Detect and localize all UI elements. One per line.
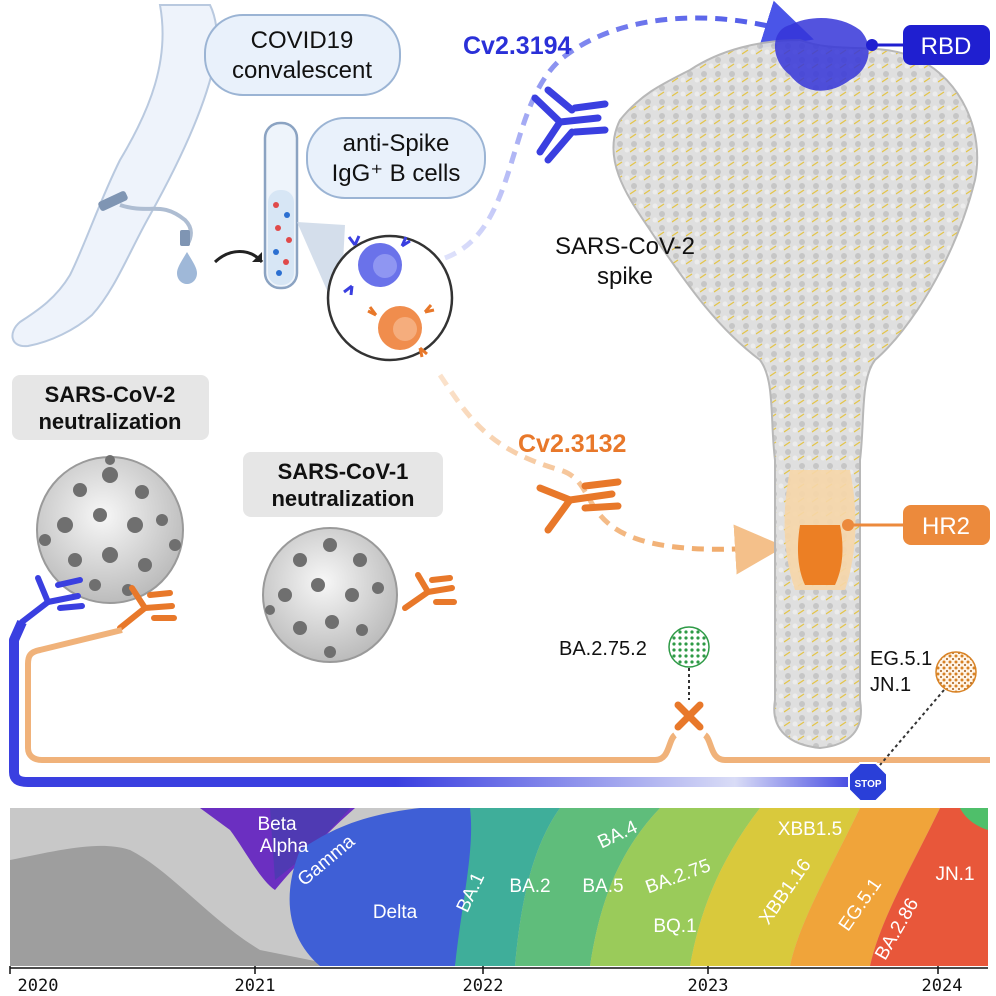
test-tube-icon	[263, 121, 299, 290]
variant-label-jn1: JN.1	[935, 864, 974, 885]
b-cells-label: anti-Spike IgG⁺ B cells	[306, 117, 486, 199]
ab-blue-label: Cv2.3194	[463, 32, 572, 60]
orange-breadth-line-2	[702, 732, 990, 763]
orange-breadth-line-1	[25, 627, 678, 763]
sars2-neutralization-label: SARS-CoV-2 neutralization	[12, 375, 209, 440]
orange-antibody-icon	[536, 478, 622, 534]
stop-sign-icon: STOP	[848, 762, 888, 802]
escape-variant-1-label: BA.2.75.2	[559, 638, 647, 660]
year-label-2023: 2023	[688, 976, 729, 996]
blood-drop-icon	[177, 252, 197, 284]
orange-antibody-bound-icon-1	[117, 585, 177, 631]
variant-label-ba2: BA.2	[509, 876, 550, 897]
year-label-2021: 2021	[235, 976, 276, 996]
escape-cross-icon	[674, 701, 704, 731]
year-label-2022: 2022	[463, 976, 504, 996]
iv-catheter-icon	[98, 191, 193, 247]
hr2-label: HR2	[922, 513, 970, 540]
spike-label-line1: SARS-CoV-2	[555, 233, 695, 260]
variant-label-alpha: Alpha	[260, 836, 309, 857]
rbd-callout: RBD	[866, 25, 990, 65]
spike-label: SARS-CoV-2 spike	[555, 233, 695, 290]
b-cell-zoom-circle	[326, 234, 454, 362]
hr2-core	[797, 525, 843, 585]
year-label-2020: 2020	[18, 976, 59, 996]
escape-variant-2a-label: EG.5.1	[870, 648, 932, 670]
sars-cov-1-virion-icon	[262, 527, 398, 663]
donor-label: COVID19 convalescent	[204, 14, 401, 96]
b-cells-label-line2: IgG⁺ B cells	[332, 160, 461, 187]
escape-variant-2b-label: JN.1	[870, 674, 911, 696]
donor-label-line1: COVID19	[251, 27, 354, 54]
neut1-line2: neutralization	[271, 486, 414, 511]
year-axis	[9, 966, 988, 974]
eg51-pointer	[879, 689, 945, 766]
blue-antibody-bound-icon	[19, 575, 85, 625]
orange-path-arrow	[437, 373, 785, 575]
year-label-2024: 2024	[922, 976, 963, 996]
hr2-callout: HR2	[842, 505, 990, 545]
sars-cov-2-virion-icon	[36, 455, 184, 604]
spike-protein	[612, 18, 979, 750]
variant-label-beta: Beta	[257, 814, 297, 835]
ba2752-virion-icon	[668, 626, 710, 668]
rbd-label: RBD	[921, 33, 972, 60]
neut1-line1: SARS-CoV-1	[278, 459, 409, 484]
spike-label-line2: spike	[597, 263, 653, 290]
transfer-arrowhead-icon	[252, 252, 262, 262]
blue-path-arrow	[444, 0, 814, 261]
blue-antibody-icon	[531, 86, 609, 164]
variant-label-xbb15: XBB1.5	[778, 819, 842, 840]
orange-antibody-bound-icon-2	[402, 572, 457, 611]
blue-breadth-line	[9, 619, 862, 787]
variant-timeline	[10, 808, 988, 966]
stop-sign-text: STOP	[854, 779, 881, 790]
variant-label-ba5: BA.5	[582, 876, 623, 897]
neut2-line2: neutralization	[38, 409, 181, 434]
rbd-region-highlight	[775, 18, 869, 91]
variant-label-delta: Delta	[373, 902, 418, 923]
variant-label-bq1: BQ.1	[653, 916, 696, 937]
sars1-neutralization-label: SARS-CoV-1 neutralization	[243, 452, 443, 517]
eg51-virion-icon	[935, 651, 977, 693]
neut2-line1: SARS-CoV-2	[45, 382, 176, 407]
b-cells-label-line1: anti-Spike	[343, 130, 450, 157]
arm-illustration	[11, 4, 219, 348]
donor-label-line2: convalescent	[232, 57, 372, 84]
ab-orange-label: Cv2.3132	[518, 430, 626, 458]
